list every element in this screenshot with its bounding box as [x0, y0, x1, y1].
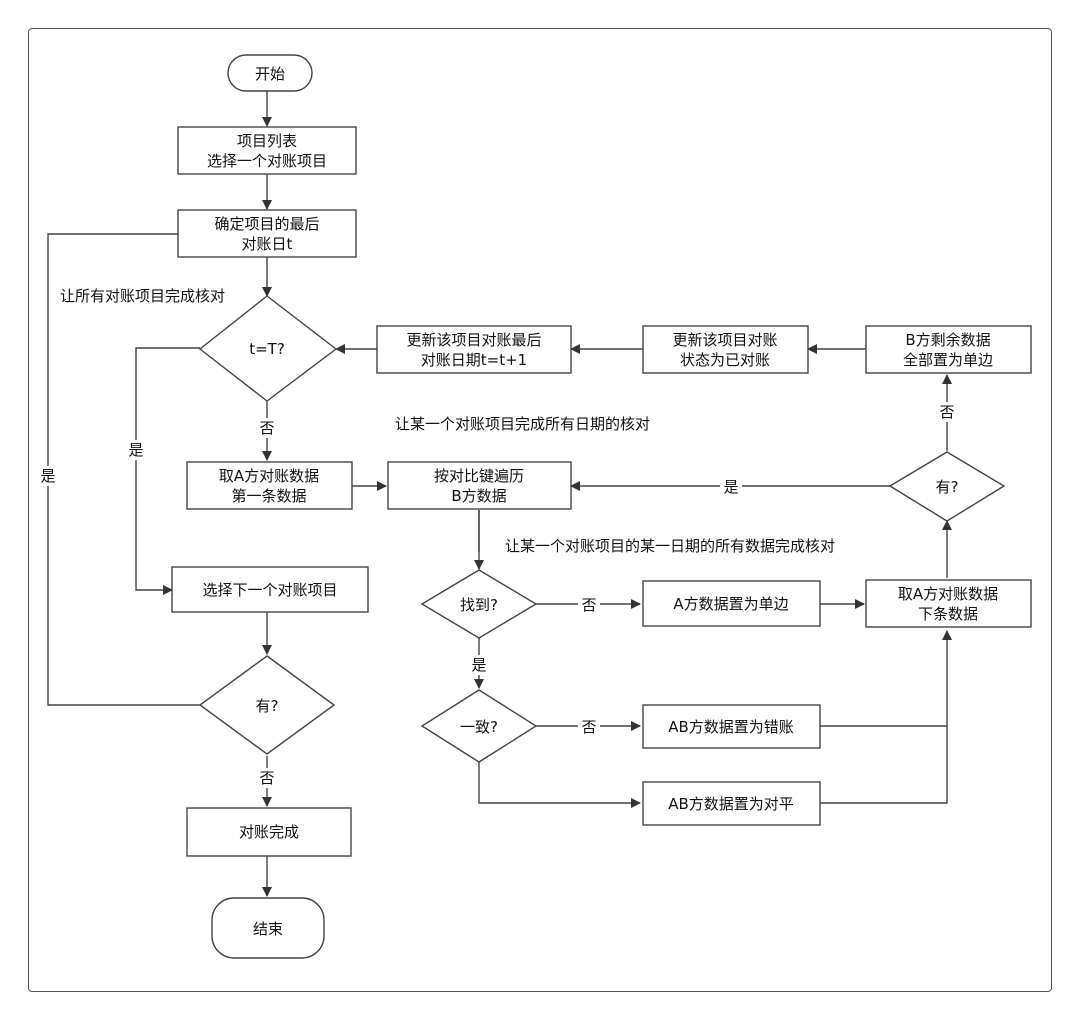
edge-balanced-to-take-next — [820, 630, 952, 804]
take-a-next-box — [865, 579, 1032, 628]
yes-label-bg-1 — [125, 440, 147, 460]
reconcile-done-box — [186, 807, 352, 857]
branch-no-has-left: 否 — [259, 769, 274, 787]
loop-all-dates-label: 让某一个对账项目完成所有日期的核对 — [395, 415, 650, 433]
end-terminal — [211, 897, 325, 959]
project-list-line2: 选择一个对账项目 — [207, 152, 327, 170]
yes-label-bg-3 — [720, 477, 742, 497]
update-status-box — [642, 325, 809, 374]
branch-yes-has-left: 是 — [40, 467, 55, 485]
confirm-date-line2: 对账日t — [242, 235, 293, 253]
traverse-b-box — [387, 461, 572, 510]
ab-balanced-box — [642, 781, 821, 826]
yes-label-bg-2 — [37, 466, 59, 486]
edge-consistent-yes-to-balanced — [478, 762, 641, 808]
branch-no-consistent: 否 — [581, 718, 596, 736]
cond-consistent-diamond — [420, 689, 538, 763]
take-a-first-box — [186, 461, 353, 510]
traverse-b-line1: 按对比键遍历 — [434, 467, 524, 485]
select-next-box — [171, 566, 369, 613]
project-list-box — [177, 126, 357, 175]
branch-yes-found: 是 — [471, 656, 486, 674]
cond-has-right-diamond — [888, 451, 1006, 522]
branch-no-has-right: 否 — [939, 403, 954, 421]
start-terminal — [227, 54, 313, 92]
branch-no-found: 否 — [581, 596, 596, 614]
cond-found-diamond — [420, 569, 538, 639]
take-a-first-line1: 取A方对账数据 — [219, 467, 319, 485]
update-date-line2: 对账日期t=t+1 — [421, 351, 527, 369]
ab-balanced-label: AB方数据置为对平 — [668, 795, 794, 813]
confirm-date-line1: 确定项目的最后 — [214, 215, 319, 233]
start-label: 开始 — [255, 65, 285, 83]
confirm-date-box — [177, 209, 357, 258]
traverse-b-line2: B方数据 — [451, 487, 506, 505]
yes-label-bg-4 — [468, 655, 490, 675]
project-list-line1: 项目列表 — [237, 132, 297, 150]
a-single-box — [642, 580, 821, 627]
cond-has-right-label: 有? — [936, 478, 959, 496]
branch-no-t-eq-T: 否 — [259, 419, 274, 437]
branch-yes-t-eq-T: 是 — [128, 441, 143, 459]
no-label-bg-5 — [578, 717, 600, 737]
cond-has-left-diamond — [198, 655, 336, 755]
branch-yes-has-right: 是 — [723, 478, 738, 496]
reconcile-done-label: 对账完成 — [239, 823, 299, 841]
loop-all-projects-label: 让所有对账项目完成核对 — [60, 287, 225, 305]
update-status-line2: 状态为已对账 — [680, 351, 770, 369]
select-next-label: 选择下一个对账项目 — [202, 581, 337, 599]
loop-all-data-label: 让某一个对账项目的某一日期的所有数据完成核对 — [505, 537, 835, 555]
b-rest-line2: 全部置为单边 — [903, 351, 993, 369]
take-a-next-line2: 下条数据 — [918, 605, 978, 623]
take-a-first-line2: 第一条数据 — [231, 487, 306, 505]
cond-found-label: 找到? — [460, 596, 498, 614]
b-rest-line1: B方剩余数据 — [905, 331, 990, 349]
cond-t-eq-T-diamond — [198, 295, 338, 402]
cond-has-left-label: 有? — [256, 697, 279, 715]
edge-cond-yes-to-select-next — [135, 347, 200, 595]
take-a-next-line1: 取A方对账数据 — [898, 585, 998, 603]
update-status-line1: 更新该项目对账 — [672, 331, 777, 349]
no-label-bg-2 — [256, 768, 278, 788]
update-date-box — [376, 325, 572, 374]
diagram-frame — [28, 28, 1052, 992]
cond-t-eq-T-label: t=T? — [249, 340, 285, 358]
ab-error-box — [642, 704, 821, 749]
no-label-bg-3 — [936, 402, 958, 422]
update-date-line1: 更新该项目对账最后 — [406, 331, 541, 349]
a-single-label: A方数据置为单边 — [673, 595, 788, 613]
b-rest-box — [865, 325, 1032, 374]
no-label-bg-1 — [256, 418, 278, 438]
cond-consistent-label: 一致? — [460, 718, 498, 736]
end-label: 结束 — [253, 920, 283, 938]
no-label-bg-4 — [578, 595, 600, 615]
ab-error-label: AB方数据置为错账 — [668, 718, 794, 736]
